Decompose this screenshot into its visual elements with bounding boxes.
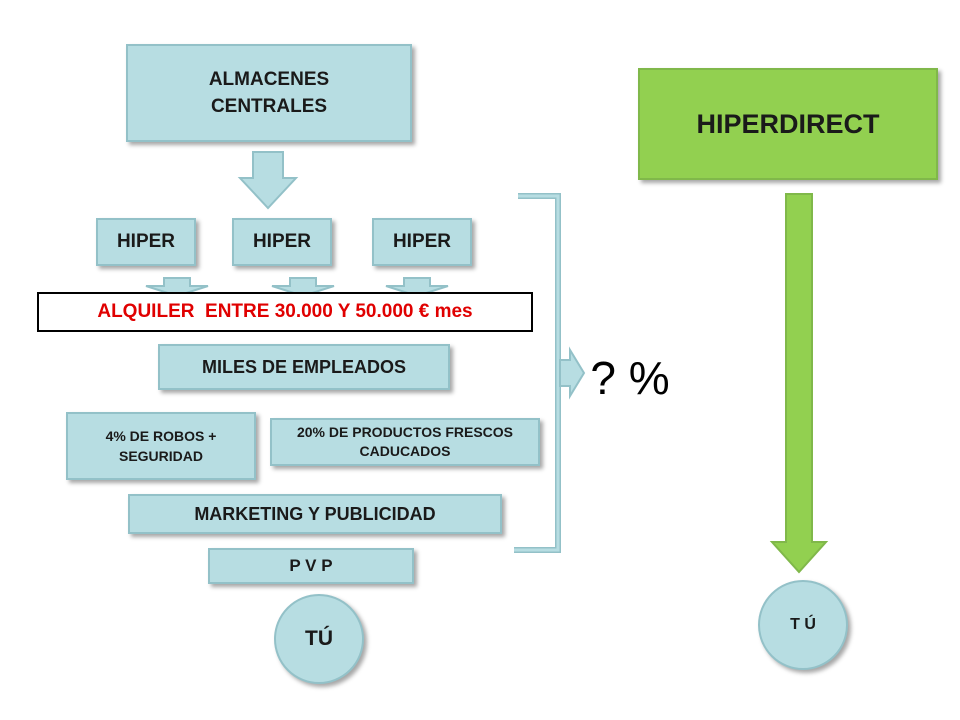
tu-label-right: T Ú [790, 616, 816, 633]
percent-label-box: ? % [580, 348, 680, 408]
pvp-label: P V P [289, 556, 333, 575]
percent-label: ? % [590, 352, 670, 404]
alquiler-box: ALQUILER ENTRE 30.000 Y 50.000 € mes [37, 292, 533, 332]
hiper-label-1: HIPER [116, 231, 176, 252]
almacenes-centrales-box: ALMACENES CENTRALES [126, 44, 412, 142]
hiper-box-1: HIPER [96, 218, 196, 266]
down-arrow-almacenes [237, 151, 299, 210]
right-arrow-percent [559, 346, 586, 400]
hiper-box-2: HIPER [232, 218, 332, 266]
hiper-label-2: HIPER [252, 231, 312, 252]
down-arrow-hiper-3 [385, 277, 449, 298]
tu-circle-right: T Ú [758, 580, 848, 670]
down-arrow-hiper-2 [271, 277, 335, 298]
robos-label: 4% DE ROBOS + SEGURIDAD [105, 428, 217, 464]
tu-circle-left: TÚ [274, 594, 364, 684]
marketing-label: MARKETING Y PUBLICIDAD [194, 503, 436, 524]
down-arrow-hiper-1 [145, 277, 209, 298]
alquiler-label: ALQUILER ENTRE 30.000 Y 50.000 € mes [97, 301, 473, 322]
miles-empleados-label: MILES DE EMPLEADOS [201, 356, 407, 377]
robos-box: 4% DE ROBOS + SEGURIDAD [66, 412, 256, 480]
almacenes-centrales-label: ALMACENES CENTRALES [208, 69, 330, 117]
cost-bracket [514, 193, 561, 553]
miles-empleados-box: MILES DE EMPLEADOS [158, 344, 450, 390]
hiper-label-3: HIPER [392, 231, 452, 252]
down-arrow-hiperdirect [769, 193, 829, 574]
tu-label-left: TÚ [305, 627, 333, 650]
productos-caducados-box: 20% DE PRODUCTOS FRESCOS CADUCADOS [270, 418, 540, 466]
productos-caducados-label: 20% DE PRODUCTOS FRESCOS CADUCADOS [296, 424, 513, 459]
hiperdirect-box: HIPERDIRECT [638, 68, 938, 180]
marketing-box: MARKETING Y PUBLICIDAD [128, 494, 502, 534]
pvp-box: P V P [208, 548, 414, 584]
hiper-box-3: HIPER [372, 218, 472, 266]
hiperdirect-label: HIPERDIRECT [696, 108, 880, 139]
